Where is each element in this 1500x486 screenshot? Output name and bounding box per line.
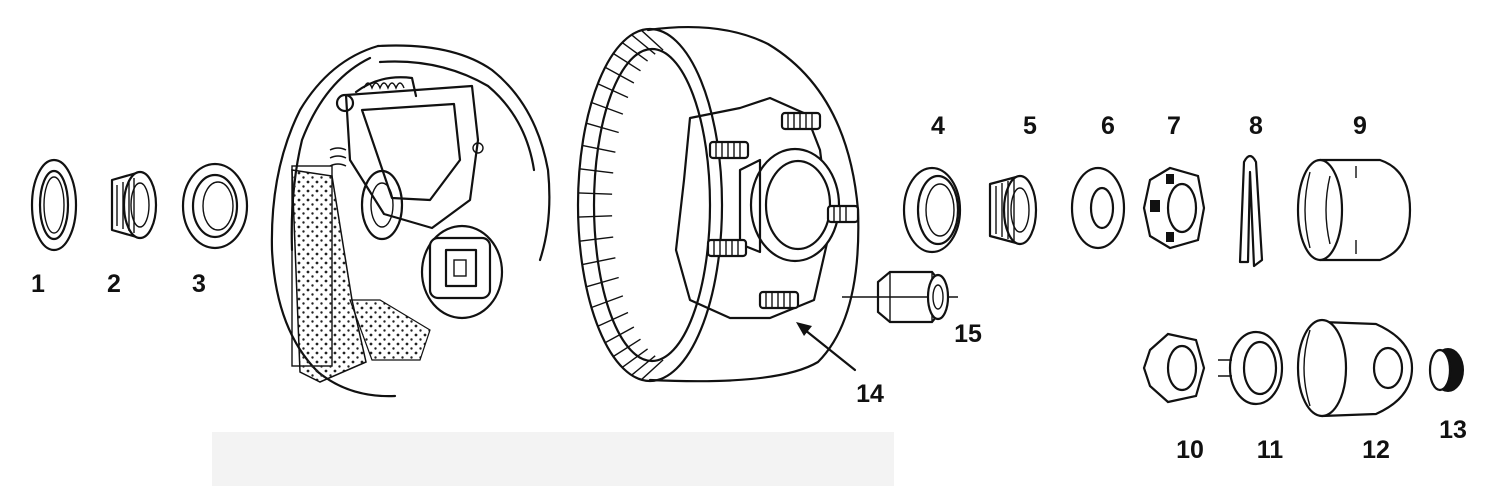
part-11-lock-ring: [1218, 330, 1284, 406]
label-part-9: 9: [1353, 112, 1367, 140]
drum-fin: [591, 295, 624, 309]
label-part-15: 15: [954, 320, 982, 348]
drum-fin: [597, 83, 629, 99]
part-5-cone-bearing: [988, 174, 1038, 246]
part-3-bearing-race: [181, 162, 249, 250]
part-6-washer: [1070, 166, 1126, 250]
drum-fin: [631, 34, 656, 55]
drum-fin: [597, 311, 629, 327]
part-10-hex-nut: [1142, 332, 1206, 404]
wheel-studs: [706, 111, 860, 310]
brake-backing-plate-assembly: [270, 44, 551, 398]
drum-fin: [578, 215, 613, 218]
label-part-3: 3: [192, 270, 206, 298]
drum-fin: [586, 276, 619, 288]
label-part-13: 13: [1439, 416, 1467, 444]
drum-fin: [582, 144, 616, 153]
label-part-4: 4: [931, 112, 945, 140]
drum-fin: [579, 236, 614, 242]
drum-fin: [631, 355, 656, 376]
label-part-2: 2: [107, 270, 121, 298]
label-part-1: 1: [31, 270, 45, 298]
part-14-arrowhead: [796, 322, 812, 336]
drum-fin: [621, 348, 649, 368]
part-7-castle-nut: [1142, 166, 1206, 250]
drum-fin: [586, 122, 619, 134]
label-part-7: 7: [1167, 112, 1181, 140]
drum-fin: [591, 101, 624, 115]
drum-fin: [579, 168, 614, 174]
part-8-cotter-pin: [1238, 154, 1264, 268]
drum-fin: [612, 52, 641, 72]
label-part-11: 11: [1256, 436, 1284, 464]
label-part-10: 10: [1176, 436, 1204, 464]
part-4-bearing-race: [902, 166, 962, 254]
part-9-dust-cap: [1296, 158, 1412, 262]
drum-fin: [640, 29, 664, 51]
label-part-5: 5: [1023, 112, 1037, 140]
label-part-8: 8: [1249, 112, 1263, 140]
part-15-lug-nut: [842, 270, 958, 324]
drum-fin: [604, 326, 635, 344]
drum-fin: [621, 42, 649, 62]
label-part-6: 6: [1101, 112, 1115, 140]
part-12-hub-cap: [1296, 318, 1414, 418]
part-14-brake-drum: [576, 26, 860, 383]
drum-fin: [582, 257, 616, 266]
drum-fin: [578, 192, 613, 195]
part-14-leader-arrow: [798, 324, 857, 372]
part-1-bearing-race: [30, 158, 78, 252]
label-part-14: 14: [856, 380, 884, 408]
part-13-rubber-plug: [1428, 348, 1464, 392]
label-part-12: 12: [1362, 436, 1390, 464]
drum-fin: [612, 338, 641, 358]
bottom-panel: [212, 432, 894, 486]
drum-fin: [604, 66, 635, 84]
part-2-cone-bearing: [110, 170, 158, 240]
drum-fin: [640, 359, 664, 381]
